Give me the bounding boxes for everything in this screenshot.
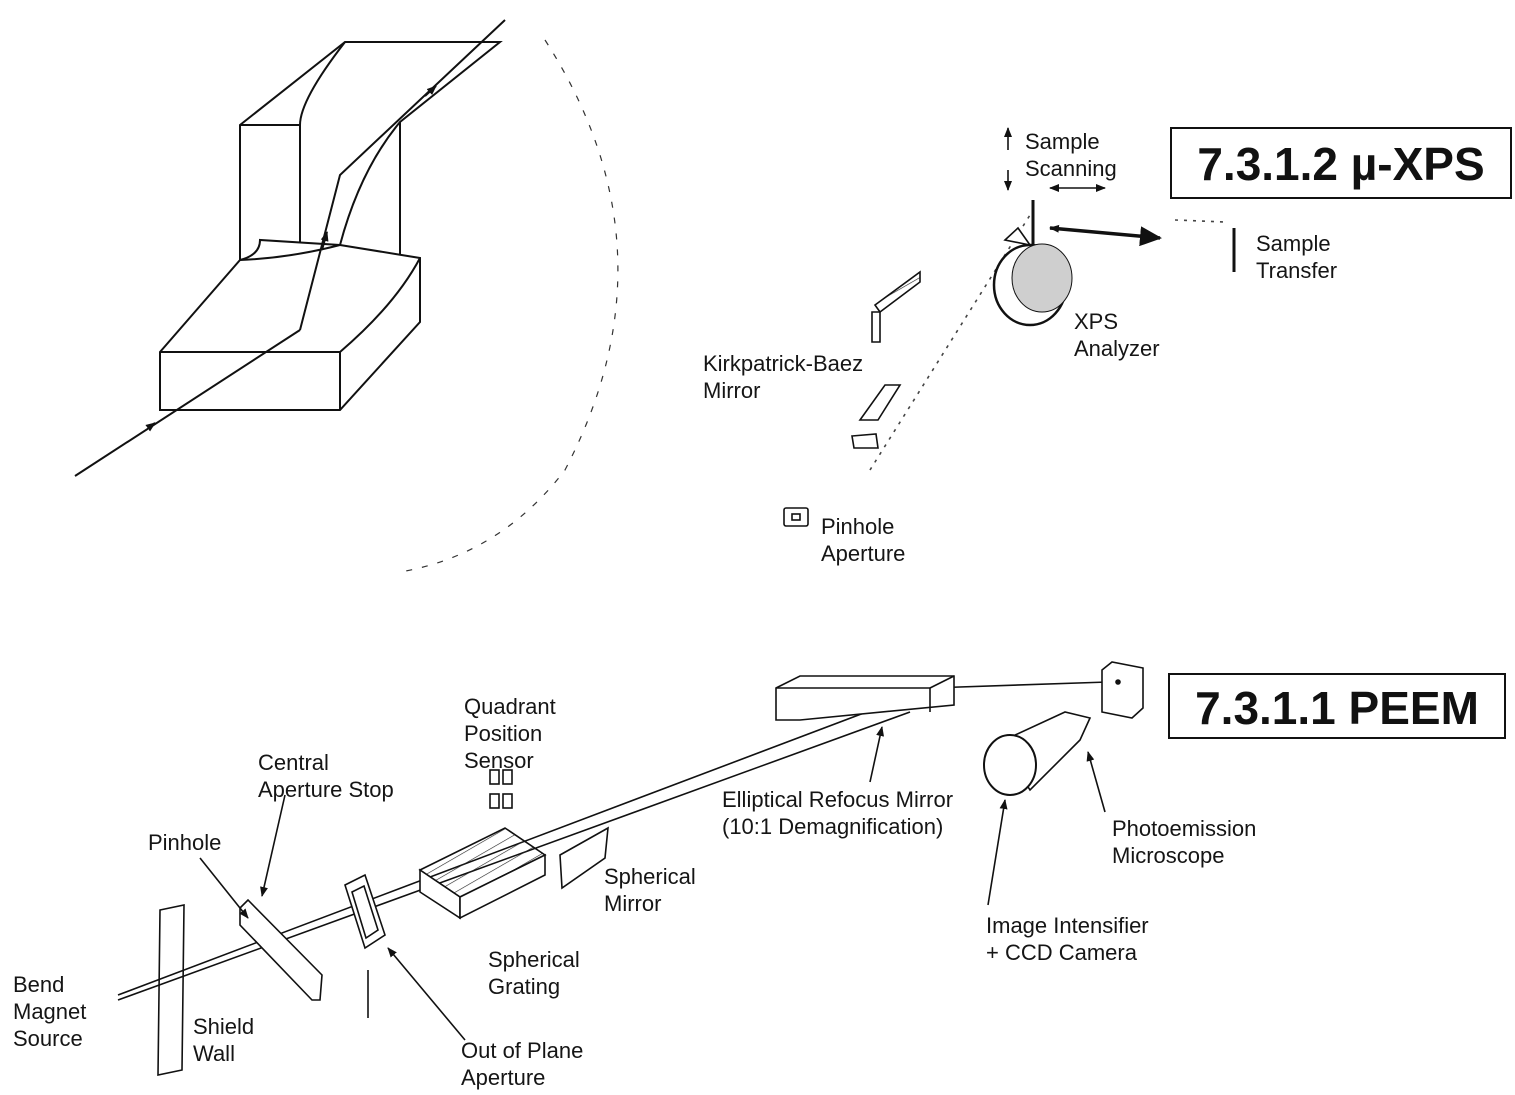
spherical-grating-label: Spherical Grating [488, 946, 580, 1000]
xps-analyzer-label: XPS Analyzer [1074, 308, 1160, 362]
magnet-back-pole [240, 42, 500, 260]
sample-transfer-arrow [1050, 228, 1160, 238]
quadrant-position-sensor-label: Quadrant Position Sensor [464, 693, 556, 774]
xps-system [784, 128, 1234, 526]
magnet-base-slab [160, 240, 420, 410]
kb-mirror-upper [875, 272, 920, 312]
pinhole-plate [240, 900, 322, 1000]
elliptical-refocus-mirror-label: Elliptical Refocus Mirror (10:1 Demagnif… [722, 786, 953, 840]
peem-title-box: 7.3.1.1 PEEM [1168, 673, 1506, 739]
sample-cube [1102, 662, 1143, 718]
spherical-mirror-label: Spherical Mirror [604, 863, 696, 917]
kb-mirror-label: Kirkpatrick-Baez Mirror [703, 350, 863, 404]
shield-arc [400, 40, 618, 572]
pinhole-aperture-icon [784, 508, 808, 526]
pinhole-aperture-label: Pinhole Aperture [821, 513, 905, 567]
shield-wall [158, 905, 184, 1075]
sample-scanning-label: Sample Scanning [1025, 128, 1117, 182]
shield-wall-label: Shield Wall [193, 1013, 254, 1067]
quadrant-sensor-icon [490, 770, 512, 808]
bend-magnet-source-label: Bend Magnet Source [13, 971, 86, 1052]
pinhole-label: Pinhole [148, 829, 221, 856]
sample-transfer-label: Sample Transfer [1256, 230, 1337, 284]
out-of-plane-aperture-label: Out of Plane Aperture [461, 1037, 583, 1091]
elliptical-refocus-mirror [776, 676, 954, 720]
image-intensifier-label: Image Intensifier + CCD Camera [986, 912, 1149, 966]
photoemission-microscope-label: Photoemission Microscope [1112, 815, 1256, 869]
central-aperture-stop-label: Central Aperture Stop [258, 749, 394, 803]
xps-title-box: 7.3.1.2 µ-XPS [1170, 127, 1512, 199]
kb-mirror-lower [860, 385, 900, 420]
bend-magnet-closeup [75, 20, 505, 476]
